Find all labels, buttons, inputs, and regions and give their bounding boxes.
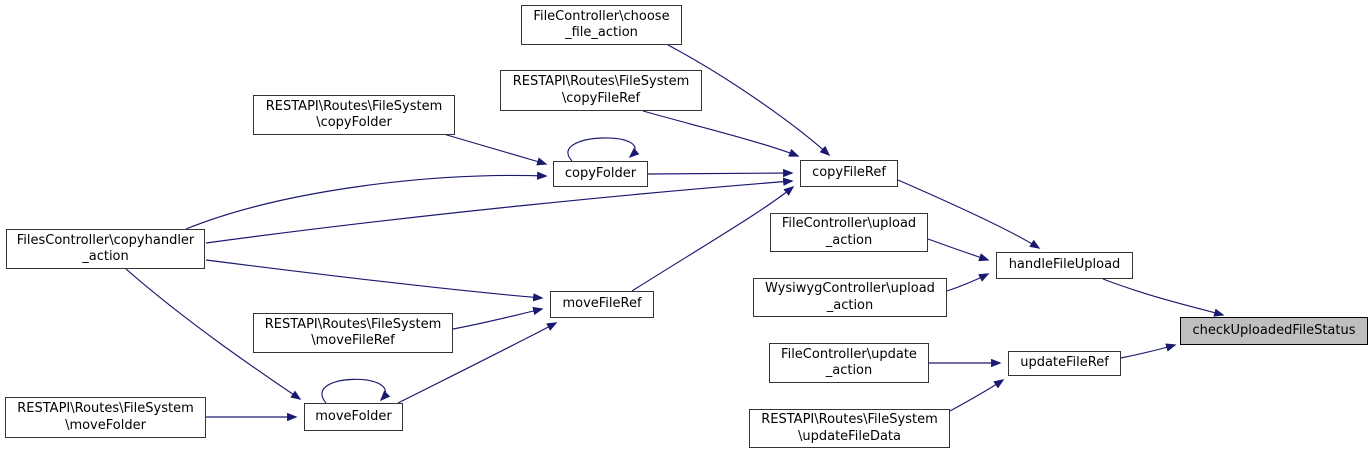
edge-rest-copyFileRef-to-copyFileRef [642,110,800,157]
node-FilesController-copyhandler-action[interactable]: FilesController\copyhandler _action [6,229,205,269]
edge-wysiwyg-upload-to-handleFileUpload [946,273,990,292]
node-moveFileRef[interactable]: moveFileRef [550,291,654,318]
edge-updateFileRef-to-checkUploadedFileStatus [1120,343,1177,359]
node-FileController-upload-action[interactable]: FileController\upload _action [770,213,928,252]
node-FileController-choose-file-action[interactable]: FileController\choose _file_action [521,5,682,45]
edge-copyFileRef-to-handleFileUpload [897,179,1041,249]
node-RESTAPI-Routes-FileSystem-updateFileData[interactable]: RESTAPI\Routes\FileSystem \updateFileDat… [749,409,950,448]
node-checkUploadedFileStatus: checkUploadedFileStatus [1180,317,1368,345]
edge-handleFileUpload-to-checkUploadedFileStatus [1102,278,1225,317]
node-RESTAPI-Routes-FileSystem-moveFileRef[interactable]: RESTAPI\Routes\FileSystem \moveFileRef [253,313,453,353]
edge-moveFolder-to-moveFileRef [397,322,558,404]
node-RESTAPI-Routes-FileSystem-moveFolder[interactable]: RESTAPI\Routes\FileSystem \moveFolder [5,397,206,438]
node-handleFileUpload[interactable]: handleFileUpload [996,252,1133,279]
node-WysiwygController-upload-action[interactable]: WysiwygController\upload _action [753,278,947,317]
edge-copyhandler-to-copyFolder [185,171,548,230]
edge-fc-upload-to-handleFileUpload [927,238,990,262]
edge-copyhandler-to-moveFolder [125,268,302,400]
edge-rest-moveFileRef-to-moveFileRef [452,306,544,330]
edge-moveFileRef-to-copyFileRef [631,186,795,292]
node-FileController-update-action[interactable]: FileController\update _action [769,343,929,383]
edge-copyFolder-self-loop [567,137,640,162]
edge-choose-file-action-to-copyFileRef [667,44,831,157]
edge-copyFolder-to-copyFileRef [647,168,794,178]
node-updateFileRef[interactable]: updateFileRef [1008,351,1121,376]
edge-rest-copyFolder-to-copyFolder [439,132,548,166]
edge-copyhandler-to-copyFileRef [205,177,794,244]
node-copyFolder[interactable]: copyFolder [553,161,648,187]
node-RESTAPI-Routes-FileSystem-copyFolder[interactable]: RESTAPI\Routes\FileSystem \copyFolder [253,95,455,135]
edge-copyhandler-to-moveFileRef [205,259,544,302]
edge-rest-updateFileData-to-updateFileRef [949,379,1005,412]
edge-moveFolder-self-loop [321,378,391,404]
node-copyFileRef[interactable]: copyFileRef [800,160,898,187]
node-moveFolder[interactable]: moveFolder [304,403,403,431]
node-RESTAPI-Routes-FileSystem-copyFileRef[interactable]: RESTAPI\Routes\FileSystem \copyFileRef [500,70,702,111]
